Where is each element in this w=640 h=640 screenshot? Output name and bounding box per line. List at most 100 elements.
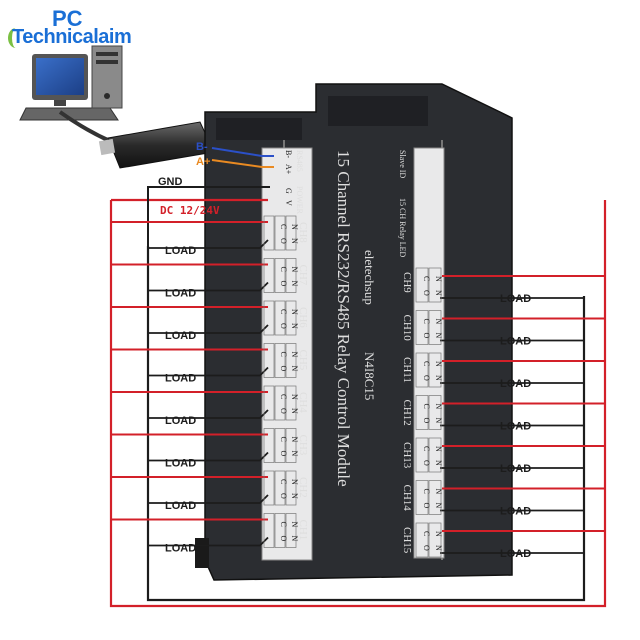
dc-voltage-label: DC 12/24V — [160, 204, 220, 217]
left-load-wire — [148, 536, 269, 547]
right-load-label: LOAD — [500, 463, 531, 475]
relay-terminal-letter: N — [290, 309, 299, 315]
relay-terminal-letter: C — [422, 319, 431, 324]
relay-terminal-cell — [274, 428, 286, 463]
right-channel-label: CH13 — [401, 442, 413, 469]
left-channel-label: CH1 — [297, 520, 309, 541]
relay-terminal-letter: N — [290, 522, 299, 528]
relay-terminal-letter: N — [290, 352, 299, 358]
right-channel-label: CH12 — [401, 400, 413, 426]
relay-terminal-letter: N — [434, 290, 443, 296]
relay-terminal-letter: O — [422, 375, 431, 381]
wiring-layer — [109, 147, 607, 608]
relay-terminal-letter: N — [434, 503, 443, 509]
relay-terminal-cell — [274, 300, 286, 336]
relay-terminal-letter: N — [434, 375, 443, 381]
relay-terminal-letter: C — [279, 267, 288, 272]
left-channel-label: CH6 — [297, 307, 309, 328]
gnd-label: GND — [158, 176, 183, 188]
left-load-label: LOAD — [165, 458, 196, 470]
left-channel-label: CH4 — [297, 392, 309, 413]
relay-terminal-letter: N — [290, 224, 299, 230]
relay-terminal-cell — [415, 352, 429, 388]
relay-terminal-cell — [285, 513, 297, 548]
relay-terminal-letter: C — [422, 361, 431, 366]
relay-terminal-letter: O — [422, 545, 431, 551]
left-load-label: LOAD — [165, 245, 196, 257]
relay-terminal-cell — [285, 428, 297, 463]
relay-terminal-letter: C — [422, 489, 431, 494]
right-load-label: LOAD — [500, 336, 531, 348]
relay-terminal-cell — [274, 343, 286, 378]
logo-top-text: PC — [52, 6, 83, 31]
relay-terminal-cell — [263, 385, 275, 421]
relay-terminal-cell — [274, 513, 286, 548]
left-channel-label: CH8 — [297, 222, 309, 243]
relay-terminal-letter: N — [434, 545, 443, 551]
relay-terminal-letter: O — [279, 323, 288, 329]
left-load-label: LOAD — [165, 373, 196, 385]
relay-terminal-letter: N — [434, 460, 443, 466]
relay-terminal-letter: O — [422, 503, 431, 509]
relay-terminal-cell — [285, 385, 297, 421]
relay-terminal-letter: N — [434, 489, 443, 495]
relay-terminal-letter: N — [290, 451, 299, 457]
relay-led-label: 15 CH Relay LED — [398, 198, 407, 258]
relay-terminal-cell — [428, 522, 442, 558]
right-channel-label: CH15 — [401, 527, 413, 554]
relay-terminal-cell — [274, 385, 286, 421]
left-load-wire — [148, 324, 269, 334]
relay-terminal-letter: O — [279, 408, 288, 414]
left-load-label: LOAD — [165, 288, 196, 300]
gnd-black-wire — [147, 186, 270, 246]
relay-terminal-letter: O — [279, 451, 288, 457]
right-load-label: LOAD — [500, 421, 531, 433]
module-model: N4I8C15 — [362, 352, 377, 400]
left-load-label: LOAD — [165, 500, 196, 512]
rs485-terminal-letter: A+ — [284, 164, 293, 175]
relay-terminal-letter: O — [422, 460, 431, 466]
relay-terminal-cell — [415, 267, 429, 303]
right-channel-label: CH11 — [401, 357, 413, 383]
relay-terminal-cell — [415, 437, 429, 473]
relay-terminal-letter: O — [279, 238, 288, 244]
right-channel-label: CH14 — [401, 485, 413, 512]
relay-terminal-cell — [428, 310, 442, 345]
relay-terminal-letter: C — [279, 309, 288, 314]
relay-terminal-cell — [274, 215, 286, 251]
b-minus-wire — [211, 147, 274, 157]
relay-terminal-letter: O — [279, 366, 288, 372]
power-port-label: POWER — [295, 186, 304, 215]
relay-terminal-letter: N — [434, 418, 443, 424]
relay-terminal-letter: N — [434, 446, 443, 452]
relay-terminal-letter: C — [422, 531, 431, 536]
relay-terminal-cell — [415, 480, 429, 515]
relay-terminal-letter: C — [279, 224, 288, 229]
left-load-wire — [148, 366, 269, 377]
relay-terminal-letter: C — [422, 404, 431, 409]
relay-terminal-cell — [263, 428, 275, 463]
relay-terminal-letter: C — [279, 394, 288, 399]
relay-terminal-letter: N — [290, 281, 299, 287]
relay-terminal-letter: N — [434, 361, 443, 367]
left-load-label: LOAD — [165, 330, 196, 342]
relay-terminal-cell — [415, 310, 429, 345]
relay-terminal-cell — [415, 522, 429, 558]
relay-terminal-letter: O — [279, 281, 288, 287]
left-terminal-strip — [261, 147, 313, 561]
usb-rs485-adapter-icon — [58, 110, 215, 169]
relay-terminal-cell — [263, 215, 275, 251]
right-channel-label: CH10 — [401, 315, 413, 342]
relay-terminal-letter: C — [279, 352, 288, 357]
black-bus-wire — [146, 246, 586, 602]
relay-terminal-letter: N — [434, 531, 443, 537]
slave-id-label: Slave ID — [398, 150, 407, 178]
relay-terminal-letter: N — [290, 536, 299, 542]
relay-terminal-letter: N — [290, 267, 299, 273]
left-load-wire — [148, 281, 269, 292]
relay-terminal-letter: C — [422, 276, 431, 281]
relay-terminal-letter: O — [422, 333, 431, 339]
relay-terminal-letter: N — [290, 437, 299, 443]
